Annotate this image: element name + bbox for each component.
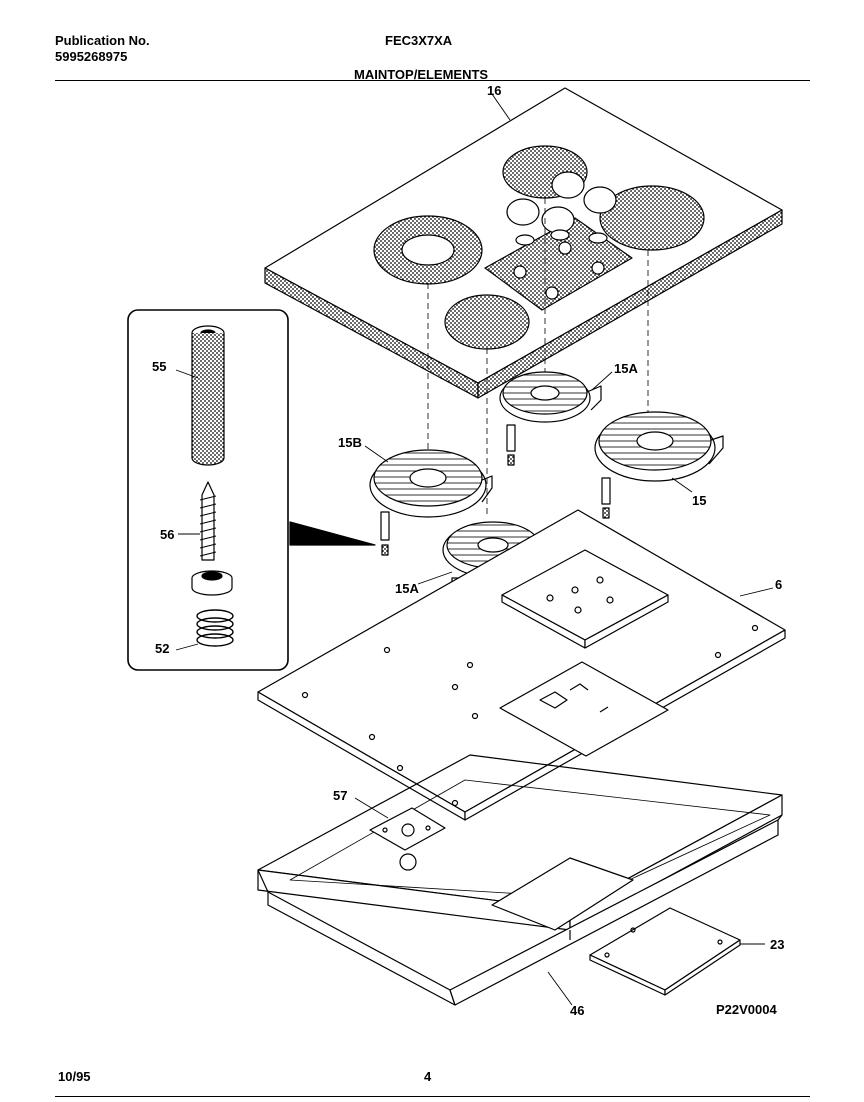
inset-pointer bbox=[289, 521, 376, 546]
surface-element-15B bbox=[369, 449, 493, 518]
maintop-glass bbox=[264, 87, 783, 399]
page-number: 4 bbox=[424, 1069, 432, 1084]
publication-number: 5995268975 bbox=[55, 49, 128, 64]
callout-15A-rear: 15A bbox=[614, 361, 638, 376]
support-panel bbox=[257, 509, 786, 821]
drawing-code: P22V0004 bbox=[716, 1002, 777, 1017]
bottom-pan bbox=[257, 754, 783, 1006]
callout-46: 46 bbox=[570, 1003, 585, 1018]
header-rule bbox=[55, 80, 810, 81]
publication-label: Publication No. bbox=[55, 33, 150, 48]
callout-15: 15 bbox=[692, 493, 707, 508]
surface-element-15A-rear bbox=[499, 371, 602, 423]
callout-23: 23 bbox=[770, 937, 785, 952]
callout-55: 55 bbox=[152, 359, 167, 374]
callout-56: 56 bbox=[160, 527, 175, 542]
footer-date: 10/95 bbox=[58, 1069, 91, 1084]
footer-rule bbox=[55, 1096, 810, 1097]
callout-16: 16 bbox=[487, 83, 502, 98]
glass-element-front bbox=[444, 294, 530, 350]
alignment-lines bbox=[427, 198, 649, 515]
section-title: MAINTOP/ELEMENTS bbox=[354, 67, 489, 82]
callout-52: 52 bbox=[155, 641, 170, 656]
terminal-block bbox=[369, 807, 446, 851]
leader-lines bbox=[175, 93, 774, 1006]
callout-15A-front: 15A bbox=[395, 581, 419, 596]
cover-plate bbox=[589, 907, 741, 996]
callout-6: 6 bbox=[775, 577, 783, 592]
inset-detail bbox=[127, 309, 289, 671]
glass-element-right bbox=[599, 185, 705, 251]
callout-15B: 15B bbox=[338, 435, 362, 450]
model-number: FEC3X7XA bbox=[385, 33, 453, 48]
surface-element-15 bbox=[594, 411, 724, 482]
callout-57: 57 bbox=[333, 788, 348, 803]
